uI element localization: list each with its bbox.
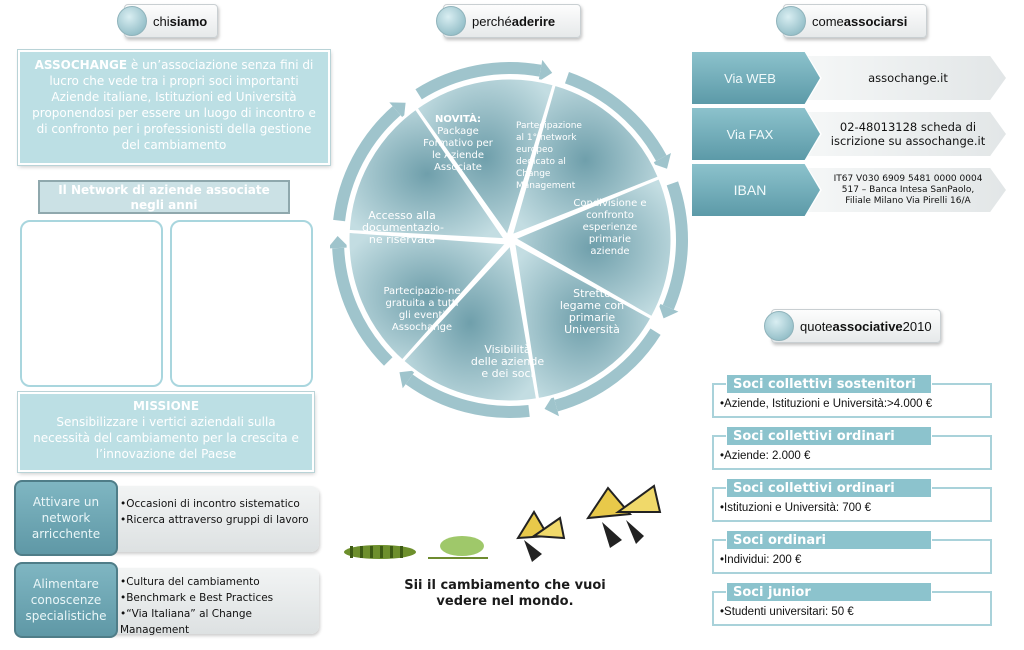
action-list: Cultura del cambiamento Benchmark e Best… (120, 574, 319, 638)
segment-label-eventi: Partecipazio-ne gratuita a tutti gli eve… (383, 286, 461, 333)
cycle-segment (413, 76, 557, 241)
cycle-arrowhead-icon (389, 102, 406, 119)
slogan-line-2: vedere nel mondo. (436, 594, 574, 609)
intro-text: è un’associazione senza fini di lucro ch… (32, 58, 316, 152)
tab-knob-icon (436, 6, 466, 36)
cycle-segment (400, 240, 540, 404)
quota-title: Soci ordinari (726, 530, 932, 550)
missione-text: Sensibilizzare i vertici aziendali sulla… (33, 415, 299, 461)
payment-value: 02-48013128 scheda di iscrizione su asso… (808, 112, 1006, 156)
quota-title: Soci junior (726, 582, 932, 602)
cycle-arrowhead-icon (651, 152, 671, 169)
network-title: Il Network di aziende associate negli an… (38, 180, 290, 214)
payment-label: IBAN (692, 164, 820, 216)
benefits-cycle: NOVITÀ: Package Formativo per le Aziende… (327, 59, 690, 420)
brand-name: ASSOCHANGE (34, 58, 128, 72)
quota-title: Soci collettivi ordinari (726, 478, 932, 498)
tab-label: perchéaderire (472, 13, 556, 29)
butterfly-illustration (344, 484, 662, 562)
chrysalis-icon (440, 536, 484, 556)
network-logo-panel-right (170, 220, 313, 387)
cycle-arrow-arc (415, 62, 542, 100)
payment-label: Via FAX (692, 108, 820, 160)
action-knowledge: Alimentare conoscenze specialistiche Cul… (14, 562, 319, 638)
intro-box: ASSOCHANGE è un’associazione senza fini … (18, 50, 330, 165)
action-label: Alimentare conoscenze specialistiche (14, 562, 118, 638)
tab-knob-icon (764, 311, 794, 341)
slogan-line-1: Sii il cambiamento che vuoi (404, 578, 606, 593)
list-item: “Via Italiana” al Change Management (120, 606, 319, 638)
cycle-segment (508, 82, 662, 239)
butterfly-small-icon (516, 510, 566, 562)
quota-title: Soci collettivi ordinari (726, 426, 932, 446)
segment-label-universita: Stretto legame con primarie Università (559, 287, 625, 336)
cycle-arrowhead-icon (327, 236, 350, 249)
cycle-segment (511, 239, 655, 402)
quota-junior: •Studenti universitari: 50 € Soci junior (712, 582, 992, 626)
tab-label: quoteassociative2010 (800, 318, 932, 334)
caterpillar-stripes-icon (350, 546, 403, 558)
action-network: Attivare un network arricchente Occasion… (14, 480, 319, 556)
list-item: Ricerca attraverso gruppi di lavoro (120, 512, 308, 528)
tab-perche-aderire[interactable]: perchéaderire (436, 4, 581, 38)
tab-knob-icon (117, 6, 147, 36)
segment-label-network: Partecipazione al 1° network europeo ded… (516, 121, 582, 191)
action-label: Attivare un network arricchente (14, 480, 118, 556)
segment-label-documentazione: Accesso alla documentazio-ne riservata (362, 209, 444, 246)
tab-label: comeassociarsi (812, 13, 908, 29)
cycle-arrowhead-icon (658, 302, 679, 319)
quota-ordinari: •Individui: 200 € Soci ordinari (712, 530, 992, 574)
cycle-arrow-arc (564, 72, 667, 162)
slogan: Sii il cambiamento che vuoi vedere nel m… (390, 578, 620, 610)
tab-knob-icon (776, 6, 806, 36)
quota-collettivi-aziende: •Aziende: 2.000 € Soci collettivi ordina… (712, 426, 992, 470)
tab-chi-siamo[interactable]: chisiamo (117, 4, 218, 38)
cycle-graphic (327, 59, 688, 418)
list-item: Cultura del cambiamento (120, 574, 319, 590)
cycle-arrowhead-icon (538, 59, 553, 82)
butterfly-large-icon (586, 484, 662, 548)
payment-web: Via WEB assochange.it (692, 52, 1006, 104)
tab-come-associarsi[interactable]: comeassociarsi (776, 4, 927, 38)
cycle-segment (346, 106, 509, 242)
payment-iban: IBAN IT67 V030 6909 5481 0000 0004 517 –… (692, 164, 1006, 216)
network-logo-panel-left (20, 220, 163, 387)
action-list: Occasioni di incontro sistematico Ricerc… (120, 496, 309, 528)
cycle-arrow-arc (332, 247, 393, 366)
cycle-arrow-arc (405, 374, 530, 418)
quota-title: Soci collettivi sostenitori (726, 374, 932, 394)
segment-text: Package Formativo per le Aziende Associa… (423, 126, 493, 173)
missione-box: MISSIONE Sensibilizzare i vertici aziend… (18, 392, 314, 472)
payment-value: IT67 V030 6909 5481 0000 0004 517 – Banc… (808, 168, 1006, 212)
cycle-arrowhead-icon (399, 370, 416, 389)
payment-value[interactable]: assochange.it (808, 56, 1006, 100)
cycle-arrow-arc (333, 106, 401, 222)
list-item: Benchmark e Best Practices (120, 590, 319, 606)
cycle-segment (510, 175, 674, 321)
list-item: Occasioni di incontro sistematico (120, 496, 309, 512)
segment-label-condivisione: Condivisione e confronto esperienze prim… (573, 198, 647, 257)
payment-fax: Via FAX 02-48013128 scheda di iscrizione… (692, 108, 1006, 160)
tab-quote-associative[interactable]: quoteassociative2010 (764, 309, 941, 343)
segment-label-visibilita: Visibilità delle aziende e dei soci (470, 343, 545, 380)
missione-title: MISSIONE (132, 399, 200, 413)
segment-head: NOVITÀ: (434, 114, 482, 125)
cycle-segment (346, 229, 511, 364)
cycle-arrow-arc (662, 181, 688, 310)
payment-label: Via WEB (692, 52, 820, 104)
quota-sostenitori: •Aziende, Istituzioni e Università:>4.00… (712, 374, 992, 418)
cycle-arrowhead-icon (544, 395, 560, 417)
tab-label: chisiamo (153, 13, 208, 29)
segment-label-novita: NOVITÀ: Package Formativo per le Aziende… (418, 114, 498, 174)
quota-collettivi-istituzioni: •Istituzioni e Università: 700 € Soci co… (712, 478, 992, 522)
cycle-arrow-arc (554, 328, 661, 412)
